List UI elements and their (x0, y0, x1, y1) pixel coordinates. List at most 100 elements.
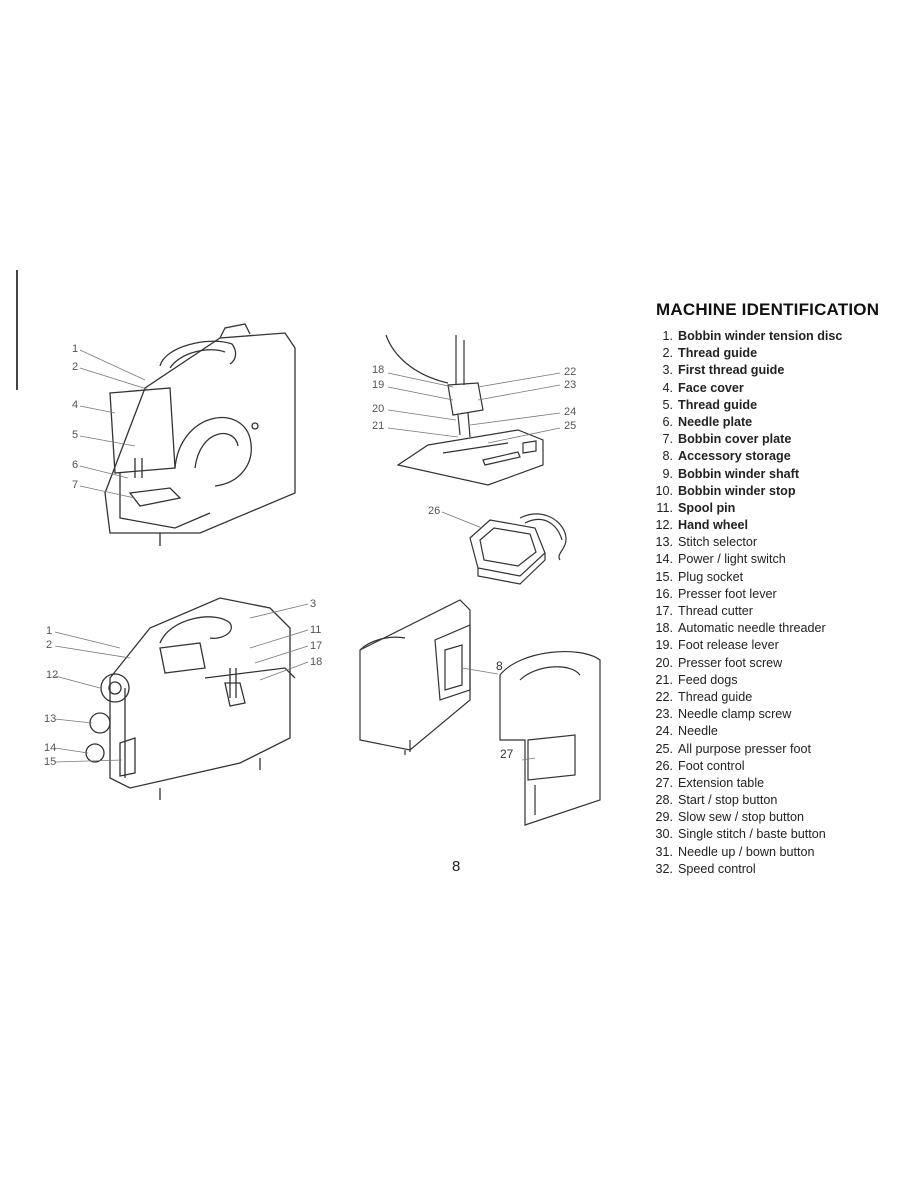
part-label: Single stitch / baste button (678, 827, 826, 842)
part-label: Bobbin winder tension disc (678, 329, 843, 343)
part-number: 20. (655, 655, 673, 670)
part-label: Needle clamp screw (678, 707, 792, 722)
part-label: Foot control (678, 758, 745, 773)
callout-19: 19 (372, 379, 384, 391)
part-label: Slow sew / stop button (678, 810, 805, 825)
part-item: 5. Thread guide (646, 397, 906, 414)
callout-6: 6 (72, 459, 78, 471)
part-number: 28. (655, 793, 673, 808)
part-label: Needle plate (678, 414, 753, 429)
part-label: Needle up / bown button (678, 844, 815, 859)
part-label: First thread guide (678, 363, 785, 378)
figure-needle-area: 18 19 20 21 22 23 24 25 (368, 325, 598, 495)
part-item: 17. Thread cutter (646, 603, 906, 620)
part-number: 22. (655, 689, 673, 704)
part-item: 24. Needle (646, 723, 906, 740)
part-item: 18. Automatic needle threader (646, 620, 906, 637)
part-number: 12. (655, 518, 673, 533)
part-number: 5. (662, 397, 673, 412)
callout-7: 7 (72, 479, 78, 491)
callout-12: 12 (46, 669, 58, 681)
callout-21: 21 (372, 420, 384, 432)
part-item: 2.Thread guide (646, 345, 906, 362)
callout-18-needle: 18 (372, 364, 384, 376)
part-label: Bobbin winder shaft (678, 466, 800, 481)
part-number: 26. (655, 758, 673, 773)
part-item: 14.Power / light switch (646, 551, 906, 568)
margin-rule (16, 270, 18, 390)
callout-14: 14 (44, 742, 56, 754)
callout-26: 26 (428, 505, 440, 517)
part-label: Needle (678, 724, 718, 739)
callout-20: 20 (372, 403, 384, 415)
part-item: 3. First thread guide (646, 362, 906, 379)
part-item: 15.Plug socket (646, 569, 906, 586)
callout-2: 2 (72, 361, 78, 373)
part-number: 25. (655, 741, 673, 756)
callout-22: 22 (564, 366, 576, 378)
callout-11: 11 (310, 624, 321, 636)
part-label: Thread guide (678, 689, 753, 704)
callout-15: 15 (44, 756, 56, 768)
callout-5: 5 (72, 429, 78, 441)
part-item: 4.Face cover (646, 380, 906, 397)
part-item: 28. Start / stop button (646, 792, 906, 809)
part-number: 8. (662, 449, 673, 464)
part-item: 30.Single stitch / baste button (646, 826, 906, 843)
part-item: 6. Needle plate (646, 414, 906, 431)
callout-1: 1 (72, 343, 78, 355)
part-number: 2. (662, 346, 673, 361)
figure-machine-front: 1 2 4 5 6 7 (60, 318, 310, 550)
part-item: 9.Bobbin winder shaft (646, 466, 906, 483)
part-item: 25. All purpose presser foot (646, 741, 906, 758)
callout-25: 25 (564, 420, 576, 432)
part-number: 16. (655, 586, 673, 601)
part-item: 7.Bobbin cover plate (646, 431, 906, 448)
part-item: 1. Bobbin winder tension disc (646, 328, 906, 345)
figure-machine-rear: 3 11 17 18 1 2 12 13 14 15 (40, 588, 330, 808)
part-item: 23. Needle clamp screw (646, 706, 906, 723)
part-label: Feed dogs (678, 672, 738, 687)
part-item: 12.Hand wheel (646, 517, 906, 534)
part-number: 31. (655, 844, 673, 859)
part-item: 11.Spool pin (646, 500, 906, 517)
callout-17: 17 (310, 640, 322, 652)
part-label: Thread guide (678, 397, 758, 412)
part-label: All purpose presser foot (678, 741, 812, 756)
part-item: 16.Presser foot lever (646, 586, 906, 603)
part-label: Speed control (678, 861, 756, 876)
part-item: 8.Accessory storage (646, 448, 906, 465)
part-number: 15. (655, 569, 673, 584)
part-label: Bobbin winder stop (678, 483, 796, 498)
callout-8: 8 (496, 659, 503, 673)
part-item: 31. Needle up / bown button (646, 844, 906, 861)
part-label: Thread cutter (678, 604, 753, 618)
part-number: 3. (662, 363, 673, 378)
part-label: Stitch selector (678, 535, 758, 550)
part-label: Extension table (678, 775, 765, 790)
callout-23: 23 (564, 379, 576, 391)
part-label: Face cover (678, 380, 744, 395)
part-number: 1. (662, 329, 673, 343)
part-number: 13. (655, 535, 673, 550)
page-number: 8 (452, 858, 461, 875)
callout-13: 13 (44, 713, 56, 725)
part-item: 26. Foot control (646, 758, 906, 775)
part-label: Spool pin (678, 500, 736, 515)
part-number: 19. (655, 638, 673, 653)
callout-3: 3 (310, 598, 316, 610)
part-number: 18. (655, 621, 673, 636)
part-number: 6. (662, 414, 673, 429)
part-label: Start / stop button (678, 793, 778, 808)
part-number: 10. (655, 483, 673, 498)
part-number: 23. (655, 707, 673, 722)
callout-4: 4 (72, 399, 78, 411)
part-item: 21.Feed dogs (646, 672, 906, 689)
part-label: Automatic needle threader (678, 621, 826, 636)
part-number: 17. (655, 604, 673, 618)
figure-foot-control: 26 (420, 498, 580, 593)
part-label: Bobbin cover plate (678, 432, 792, 447)
part-number: 24. (655, 724, 673, 739)
part-label: Power / light switch (678, 552, 786, 567)
